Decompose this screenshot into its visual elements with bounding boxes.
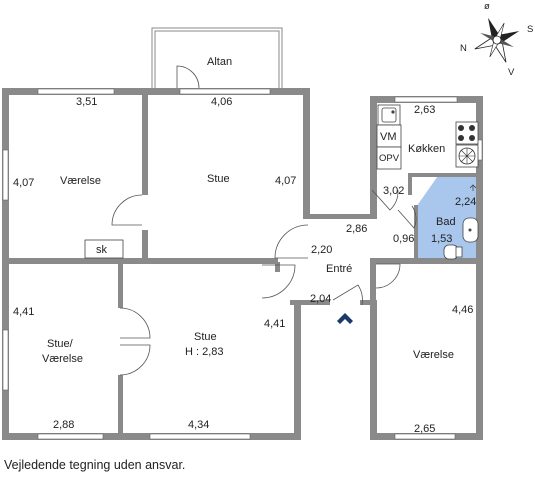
door-swings — [111, 65, 417, 376]
dim-407-left: 4,07 — [13, 177, 34, 189]
room-label-bad: Bad — [436, 216, 456, 228]
room-label-stue-top: Stue — [207, 173, 230, 185]
dim-224: 2,24 — [455, 196, 476, 208]
dim-220: 2,20 — [311, 244, 332, 256]
compass-icon — [474, 17, 520, 63]
room-label-vaerelse-left: Værelse — [60, 175, 101, 187]
room-label-altan: Altan — [207, 56, 232, 68]
interior-walls — [9, 95, 480, 437]
dim-204: 2,04 — [310, 293, 331, 305]
bathroom-floor — [414, 173, 478, 262]
dim-406: 4,06 — [211, 96, 232, 108]
dim-265: 2,65 — [414, 423, 435, 435]
compass-label-v: V — [508, 67, 515, 78]
dim-286: 2,86 — [346, 223, 367, 235]
room-label-koekken: Køkken — [408, 143, 445, 155]
kitchen-fixtures — [376, 104, 479, 170]
dim-153: 1,53 — [431, 233, 452, 245]
room-label-stue-bottom: Stue — [194, 331, 217, 343]
windows — [2, 88, 483, 440]
dim-351: 3,51 — [76, 96, 97, 108]
dim-096: 0,96 — [393, 233, 414, 245]
room-height-label: H : 2,83 — [185, 346, 224, 358]
bath-fixtures — [443, 184, 479, 260]
dim-446: 4,46 — [452, 304, 473, 316]
disclaimer-text: Vejledende tegning uden ansvar. — [4, 458, 186, 472]
dim-441-left: 4,41 — [13, 306, 34, 318]
compass-label-n: N — [460, 43, 467, 54]
room-label-entre: Entré — [326, 263, 352, 275]
dim-434: 4,34 — [188, 419, 209, 431]
room-label-stue-vaerelse-2: Værelse — [42, 353, 83, 365]
dim-302: 3,02 — [383, 185, 404, 197]
dim-441-stue: 4,41 — [264, 318, 285, 330]
closet-sk — [84, 239, 124, 259]
room-label-stue-vaerelse-1: Stue/ — [47, 338, 74, 350]
closet-label: sk — [96, 244, 108, 256]
fixture-label-vm: VM — [380, 131, 397, 143]
dim-288: 2,88 — [53, 419, 74, 431]
fixture-label-opv: OPV — [379, 153, 400, 164]
dim-263: 2,63 — [414, 104, 435, 116]
entrance-arrow — [337, 313, 353, 324]
room-label-vaerelse-right: Værelse — [413, 349, 454, 361]
compass-label-o: ø — [484, 1, 490, 12]
compass-label-s: S — [527, 24, 533, 35]
dim-407-stue: 4,07 — [275, 175, 296, 187]
